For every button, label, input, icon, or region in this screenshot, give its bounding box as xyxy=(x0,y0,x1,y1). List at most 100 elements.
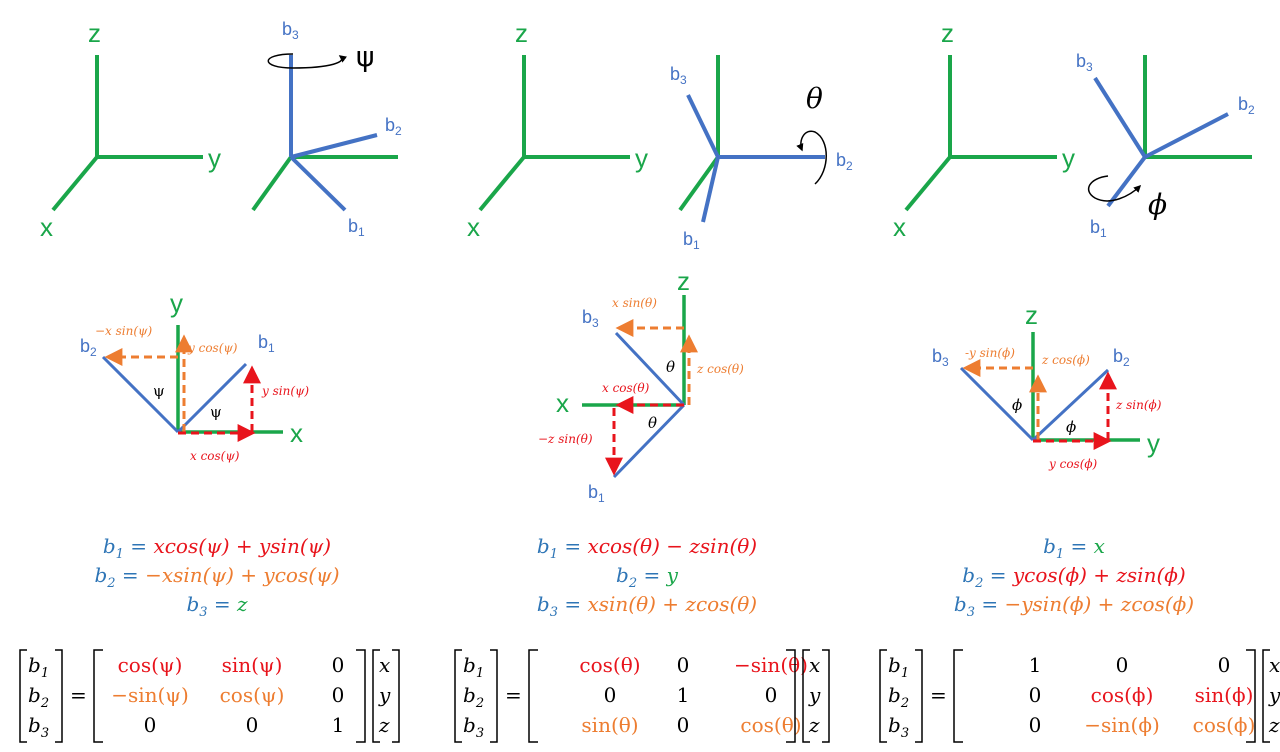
comp-neg-z-sin-theta: −z sin(θ) xyxy=(538,432,593,446)
matrix-entry: −sin(ϕ) xyxy=(1084,713,1160,737)
panel-yaw: z y x b3 b2 b1 ψ y x b2 xyxy=(19,18,402,743)
matrix-entry: 0 xyxy=(144,713,157,737)
rhs-entry: x xyxy=(379,653,390,677)
angle-label-3b: ϕ xyxy=(1066,418,1076,436)
proj-z-label: z xyxy=(677,266,690,296)
theta-symbol: θ xyxy=(806,82,823,115)
inertial-frame-ghost-3 xyxy=(1143,55,1252,159)
projection-2 xyxy=(582,295,698,479)
rhs-entry: z xyxy=(808,713,820,737)
proj-y-label: y xyxy=(1147,428,1160,458)
comp-x-sin-theta: x sin(θ) xyxy=(612,296,657,310)
matrix-entry: 1 xyxy=(677,683,690,707)
rhs-entry: z xyxy=(1268,713,1280,737)
lhs-entry: b2 xyxy=(28,683,49,711)
lhs-entry: b1 xyxy=(28,653,49,681)
lhs-bracket-right xyxy=(915,649,923,743)
matrix-entry: 0 xyxy=(1116,653,1129,677)
matrix-entry: 1 xyxy=(1029,653,1042,677)
psi-symbol: ψ xyxy=(356,40,374,73)
proj-x-label: x xyxy=(290,418,303,448)
angle-label-3a: ϕ xyxy=(1012,396,1022,414)
rotation-arrow-theta xyxy=(796,130,827,185)
matrix-entry: cos(θ) xyxy=(740,713,801,737)
inertial-frame-1 xyxy=(51,55,203,212)
y-axis-label: y xyxy=(208,143,221,173)
panel-roll: z y x b3 b2 b1 ϕ z y b3 b2 ϕ xyxy=(879,18,1280,743)
matrix-entry: 0 xyxy=(1029,683,1042,707)
matrix-entry: cos(ϕ) xyxy=(1193,713,1256,737)
body-frame-2 xyxy=(686,94,825,223)
matrix-entry: cos(ψ) xyxy=(220,683,285,707)
comp-y-cos-psi: y cos(ψ) xyxy=(187,341,238,355)
proj-y-label: y xyxy=(170,288,183,318)
lhs-bracket-right xyxy=(490,649,498,743)
eq-roll-b1: b1 = x xyxy=(1043,534,1105,562)
proj-b2-label: b2 xyxy=(1113,346,1130,369)
comp-z-sin-phi: z sin(ϕ) xyxy=(1115,398,1162,412)
matrix-entry: sin(ϕ) xyxy=(1195,683,1254,707)
matrix-bracket-left xyxy=(528,649,538,743)
x-axis-label: x xyxy=(893,212,906,242)
lhs-entry: b1 xyxy=(888,653,909,681)
z-axis-label: z xyxy=(88,18,101,48)
matrix-bracket-right xyxy=(356,649,366,743)
rhs-bracket-right xyxy=(392,649,400,743)
matrix-entry: −sin(θ) xyxy=(734,653,808,677)
proj-b3-label: b3 xyxy=(582,307,599,330)
equals-sign: = xyxy=(505,683,522,707)
eq-yaw-b1: b1 = xcos(ψ) + ysin(ψ) xyxy=(103,534,331,562)
lhs-entry: b3 xyxy=(888,713,909,741)
proj-b1-label: b1 xyxy=(258,332,275,355)
comp-y-cos-phi: y cos(ϕ) xyxy=(1048,457,1098,471)
rhs-entry: y xyxy=(808,683,821,707)
b2-label: b2 xyxy=(836,150,853,173)
comp-neg-y-sin-phi: -y sin(ϕ) xyxy=(965,346,1015,360)
matrix-entry: 0 xyxy=(332,653,345,677)
proj-b3-label: b3 xyxy=(932,346,949,369)
phi-symbol: ϕ xyxy=(1148,188,1167,221)
matrix-entry: 0 xyxy=(1218,653,1231,677)
matrix-bracket-left xyxy=(93,649,103,743)
lhs-entry: b3 xyxy=(28,713,49,741)
matrix-entry: cos(θ) xyxy=(579,653,640,677)
lhs-entry: b2 xyxy=(888,683,909,711)
b1-label: b1 xyxy=(348,216,365,239)
matrix-entry: 0 xyxy=(677,713,690,737)
b2-label: b2 xyxy=(1238,94,1255,117)
y-axis-label: y xyxy=(635,143,648,173)
angle-label-2a: θ xyxy=(666,358,675,376)
rotation-arrow-psi xyxy=(267,53,348,69)
eq-pitch-b2: b2 = y xyxy=(616,563,679,591)
lhs-bracket-right xyxy=(55,649,63,743)
matrix-entry: 0 xyxy=(332,683,345,707)
proj-z-label: z xyxy=(1025,300,1038,330)
comp-x-cos-theta: x cos(θ) xyxy=(602,381,650,395)
comp-neg-x-sin-psi: −x sin(ψ) xyxy=(95,324,152,338)
lhs-entry: b3 xyxy=(463,713,484,741)
equals-sign: = xyxy=(930,683,947,707)
matrix-entry: sin(ψ) xyxy=(222,653,283,677)
b2-label: b2 xyxy=(385,115,402,138)
rhs-bracket-right xyxy=(822,649,830,743)
comp-z-cos-phi: z cos(ϕ) xyxy=(1041,353,1090,367)
lhs-bracket-left xyxy=(19,649,27,743)
matrix-entry: sin(θ) xyxy=(581,713,638,737)
matrix-entry: 0 xyxy=(677,653,690,677)
rhs-entry: y xyxy=(1268,683,1280,707)
b3-label: b3 xyxy=(282,19,299,42)
rhs-entry: x xyxy=(809,653,820,677)
lhs-entry: b1 xyxy=(463,653,484,681)
eq-yaw-b2: b2 = −xsin(ψ) + ycos(ψ) xyxy=(94,563,339,591)
comp-x-cos-psi: x cos(ψ) xyxy=(190,449,240,463)
body-frame-1 xyxy=(289,55,378,212)
equals-sign: = xyxy=(70,683,87,707)
body-frame-3 xyxy=(1093,76,1229,208)
angle-label-2b: θ xyxy=(648,414,657,432)
matrix-entry: 0 xyxy=(246,713,259,737)
inertial-frame-2 xyxy=(478,55,630,212)
angle-label-1a: ψ xyxy=(153,382,165,400)
